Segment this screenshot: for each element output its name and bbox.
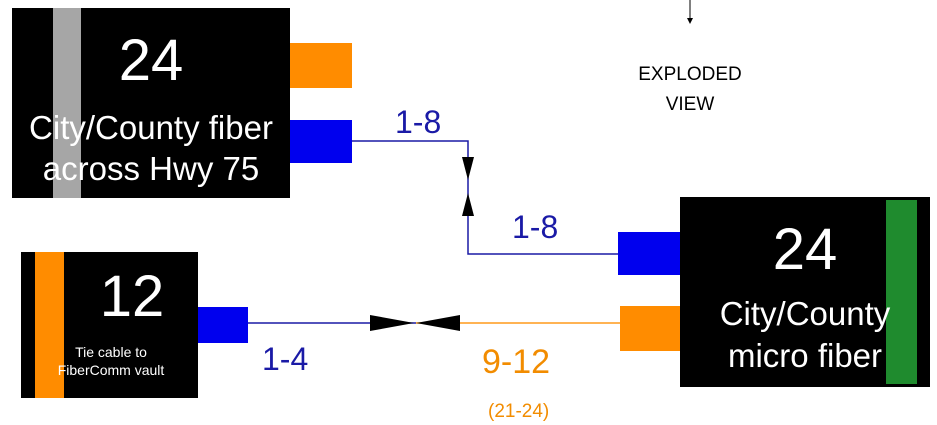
cable-box-top-left: 24 City/County fiber across Hwy 75 <box>12 8 290 198</box>
cable-label-line-1: Tie cable to <box>75 344 147 360</box>
port-blue-right <box>618 232 680 275</box>
cable-label-line-1: City/County <box>719 295 891 332</box>
fiber-range-label: 1-8 <box>512 209 559 245</box>
port-orange-right <box>620 306 680 351</box>
fiber-count: 12 <box>99 264 165 329</box>
cable-label-line-2: across Hwy 75 <box>42 150 260 187</box>
green-stripe <box>886 200 917 384</box>
orange-stripe <box>35 252 64 398</box>
cable-label-line-1: City/County fiber <box>29 109 273 146</box>
splice-marker-lower <box>462 193 474 216</box>
note-line-1: EXPLODED <box>638 64 742 85</box>
note-line-2: VIEW <box>665 94 715 115</box>
cable-label-line-2: FiberComm vault <box>57 362 165 378</box>
fiber-line-1-8 <box>350 140 622 255</box>
fiber-range-label: 1-4 <box>262 341 309 377</box>
splice-marker-left <box>370 315 414 331</box>
cable-box-bottom-left: 12 Tie cable to FiberComm vault <box>21 252 198 398</box>
fiber-range-sublabel: (21-24) <box>488 401 550 422</box>
splice-marker-right <box>416 315 460 331</box>
fiber-range-label: 9-12 <box>482 343 551 381</box>
gray-stripe <box>53 8 81 198</box>
exploded-view-note: EXPLODED VIEW <box>620 60 760 120</box>
arrow-head <box>687 18 693 24</box>
fiber-count: 24 <box>772 217 838 282</box>
cable-label-line-2: micro fiber <box>727 337 883 374</box>
cable-box-right: 24 City/County micro fiber <box>680 197 930 387</box>
port-orange-top-left <box>290 43 352 88</box>
fiber-count: 24 <box>118 28 184 93</box>
splice-marker-upper <box>462 157 474 180</box>
port-blue-bottom-left <box>198 307 248 343</box>
port-blue-top-left <box>290 120 352 163</box>
fiber-range-label: 1-8 <box>395 104 442 140</box>
